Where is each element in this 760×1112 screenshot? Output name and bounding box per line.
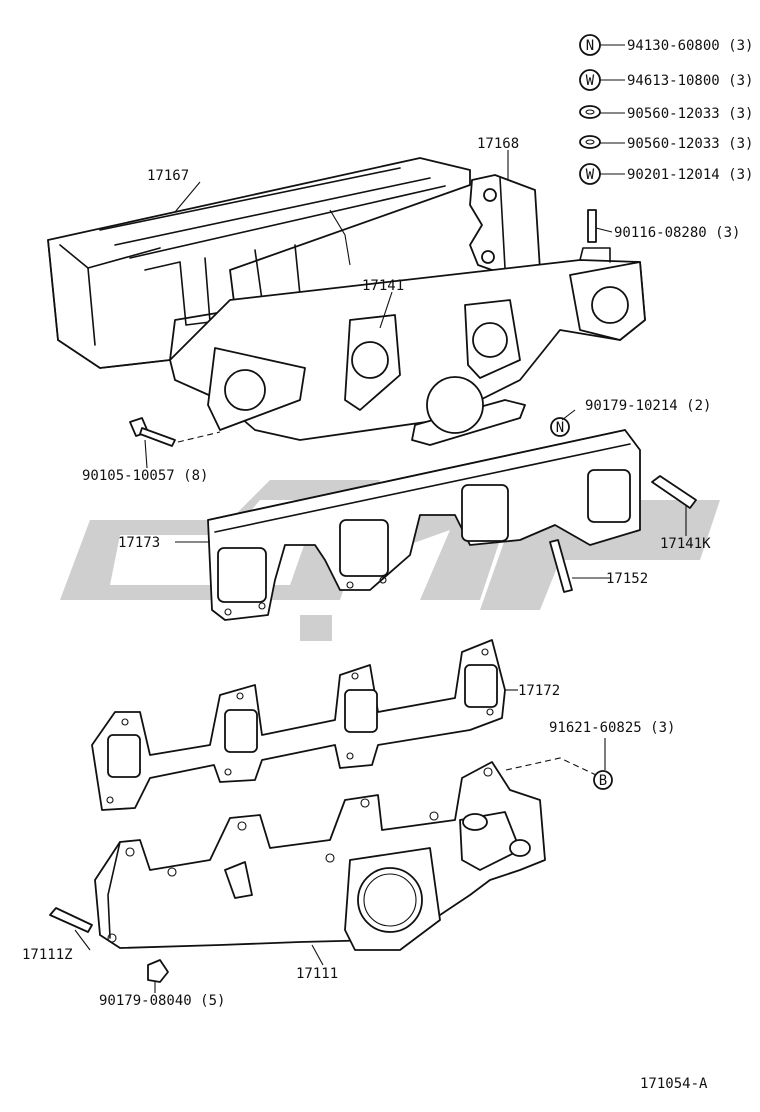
nut-94130: N bbox=[579, 34, 601, 56]
label-17168: 17168 bbox=[477, 136, 519, 152]
washer-symbol-2: W bbox=[586, 167, 595, 183]
label-90560-12033-b: 90560-12033 (3) bbox=[627, 136, 753, 152]
washer-90201: W bbox=[579, 163, 601, 185]
label-91621-60825: 91621-60825 (3) bbox=[549, 720, 675, 736]
label-17167: 17167 bbox=[147, 168, 189, 184]
leader-lines bbox=[74, 44, 687, 993]
bolt-90105 bbox=[129, 417, 221, 447]
washer-symbol: W bbox=[586, 73, 595, 89]
label-17173: 17173 bbox=[118, 535, 160, 551]
bolt-symbol: B bbox=[599, 773, 607, 789]
stud-17111z bbox=[49, 907, 93, 933]
label-94130-60800: 94130-60800 (3) bbox=[627, 38, 753, 54]
washer-90560-b bbox=[579, 135, 601, 149]
insulator-17173 bbox=[207, 429, 641, 621]
nut-symbol-2: N bbox=[556, 420, 564, 436]
label-94613-10800: 94613-10800 (3) bbox=[627, 73, 753, 89]
label-90179-10214: 90179-10214 (2) bbox=[585, 398, 711, 414]
label-90105-10057: 90105-10057 (8) bbox=[82, 468, 208, 484]
label-17111: 17111 bbox=[296, 966, 338, 982]
nut-90179-08040 bbox=[147, 959, 169, 983]
label-17111z: 17111Z bbox=[22, 947, 73, 963]
label-90201-12014: 90201-12014 (3) bbox=[627, 167, 753, 183]
bolt-91621: B bbox=[505, 757, 613, 790]
stud-17152 bbox=[549, 539, 573, 593]
stud-90116 bbox=[587, 209, 597, 243]
nut-symbol: N bbox=[586, 38, 594, 54]
diagram-id-label: 171054-A bbox=[640, 1076, 708, 1092]
label-90560-12033-a: 90560-12033 (3) bbox=[627, 106, 753, 122]
nut-90179-10214: N bbox=[550, 417, 570, 437]
gasket-17172 bbox=[91, 639, 506, 811]
exhaust-manifold-17111 bbox=[94, 761, 546, 951]
label-17152: 17152 bbox=[606, 571, 648, 587]
washer-90560-a bbox=[579, 105, 601, 119]
label-17172: 17172 bbox=[518, 683, 560, 699]
label-17141k: 17141K bbox=[660, 536, 711, 552]
label-90179-08040: 90179-08040 (5) bbox=[99, 993, 225, 1009]
bracket-17168 bbox=[469, 174, 541, 281]
stud-17141k bbox=[651, 475, 697, 509]
label-17141: 17141 bbox=[362, 278, 404, 294]
manifold-17141 bbox=[169, 247, 646, 446]
label-90116-08280: 90116-08280 (3) bbox=[614, 225, 740, 241]
washer-94613: W bbox=[579, 69, 601, 91]
